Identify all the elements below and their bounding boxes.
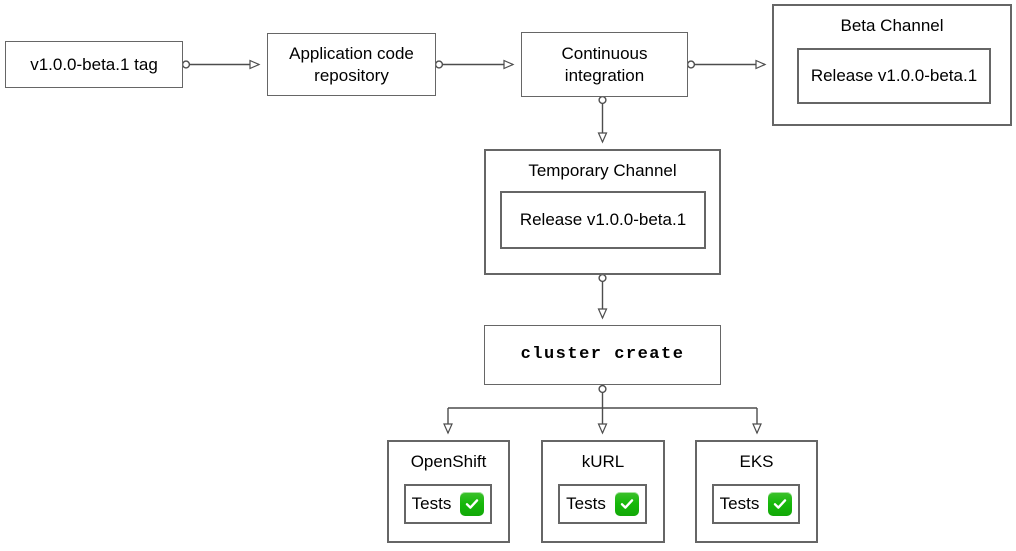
openshift-tests-row: Tests <box>412 492 485 516</box>
container-beta-channel-title: Beta Channel <box>840 16 944 35</box>
container-temporary-channel[interactable]: Temporary Channel Release v1.0.0-beta.1 <box>484 149 721 275</box>
eks-tests-row: Tests <box>720 492 793 516</box>
container-beta-channel[interactable]: Beta Channel Release v1.0.0-beta.1 <box>772 4 1012 126</box>
edge-endpoint-dot <box>434 60 444 69</box>
openshift-tests-box[interactable]: Tests <box>404 484 492 524</box>
container-eks[interactable]: EKS Tests <box>695 440 818 543</box>
node-continuous-integration-label: Continuous integration <box>561 44 648 85</box>
edge-endpoint-dot <box>598 384 607 394</box>
green-check-icon <box>768 492 793 516</box>
node-version-tag[interactable]: v1.0.0-beta.1 tag <box>5 41 183 88</box>
openshift-tests-label: Tests <box>411 494 452 514</box>
container-openshift-title: OpenShift <box>410 452 487 471</box>
edge-endpoint-dot <box>181 60 191 69</box>
container-kurl[interactable]: kURL Tests <box>541 440 665 543</box>
temporary-channel-release-label: Release v1.0.0-beta.1 <box>519 210 687 230</box>
beta-channel-release-label: Release v1.0.0-beta.1 <box>810 66 978 86</box>
beta-channel-release-box[interactable]: Release v1.0.0-beta.1 <box>797 48 991 104</box>
container-temporary-channel-title: Temporary Channel <box>528 161 677 180</box>
node-cluster-create[interactable]: cluster create <box>484 325 721 385</box>
edge-endpoint-dot <box>598 273 607 283</box>
edge-endpoint-dot <box>598 95 607 105</box>
container-eks-title: EKS <box>739 452 774 471</box>
kurl-tests-label: Tests <box>566 494 606 514</box>
temporary-channel-release-box[interactable]: Release v1.0.0-beta.1 <box>500 191 706 249</box>
edge-endpoint-dot <box>686 60 696 69</box>
container-kurl-title: kURL <box>581 452 625 471</box>
node-cluster-create-label: cluster create <box>520 345 685 365</box>
node-version-tag-label: v1.0.0-beta.1 tag <box>30 54 158 74</box>
kurl-tests-row: Tests <box>566 492 639 516</box>
eks-tests-box[interactable]: Tests <box>712 484 800 524</box>
kurl-tests-box[interactable]: Tests <box>558 484 647 524</box>
node-application-code-repository[interactable]: Application code repository <box>267 33 436 96</box>
node-continuous-integration[interactable]: Continuous integration <box>521 32 688 97</box>
eks-tests-label: Tests <box>719 494 760 514</box>
green-check-icon <box>460 492 485 516</box>
node-application-code-repository-label: Application code repository <box>289 44 414 85</box>
green-check-icon <box>614 492 639 516</box>
container-openshift[interactable]: OpenShift Tests <box>387 440 510 543</box>
